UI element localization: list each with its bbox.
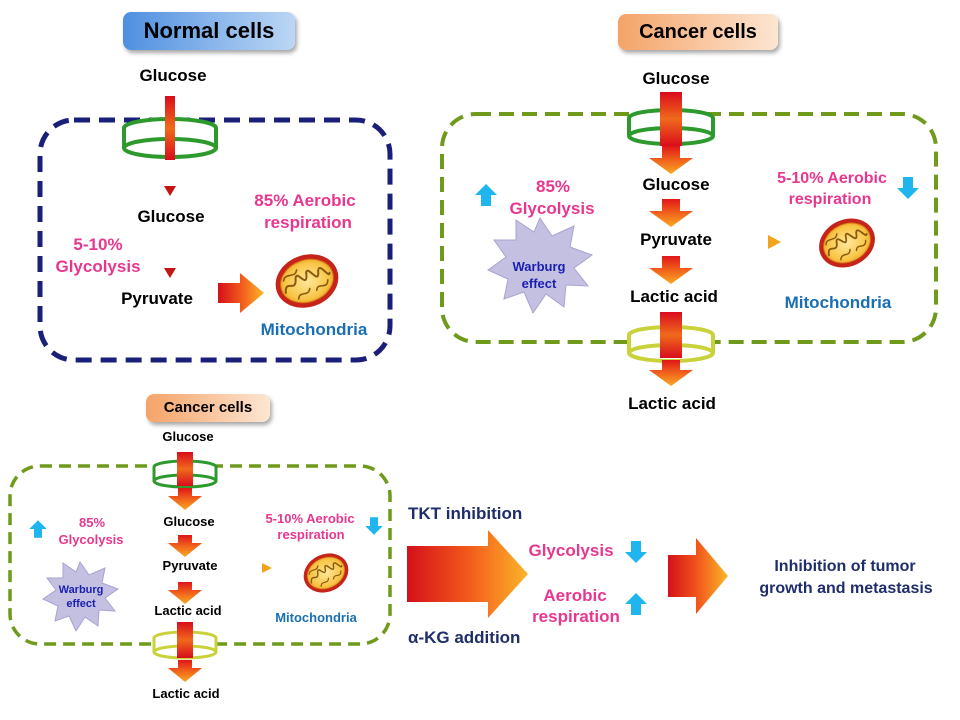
treatment-flow bbox=[407, 530, 728, 618]
cancer-glucose-inside: Glucose bbox=[642, 175, 710, 194]
flow-arrow-icon bbox=[660, 92, 682, 146]
flow-arrow-icon bbox=[742, 235, 781, 249]
normal-glucose-inside: Glucose bbox=[137, 207, 205, 226]
cancer-lactic-inside: Lactic acid bbox=[630, 287, 718, 306]
tkt-inhibition-label: TKT inhibition bbox=[408, 504, 523, 523]
cancer-warburg-line1: Warburg bbox=[512, 259, 566, 274]
mitochondria-icon bbox=[810, 208, 884, 278]
cancer-glycolysis-percent: 85% bbox=[535, 177, 571, 196]
treated-glucose-inside: Glucose bbox=[163, 514, 215, 529]
cancer-cell-panel bbox=[440, 92, 938, 386]
cancer-pyruvate: Pyruvate bbox=[640, 230, 712, 249]
flow-arrow-icon bbox=[165, 96, 175, 160]
warburg-star-icon bbox=[41, 560, 120, 633]
akg-addition-label: α-KG addition bbox=[408, 628, 521, 647]
normal-pyruvate: Pyruvate bbox=[121, 289, 193, 308]
flow-arrow-icon bbox=[164, 162, 176, 196]
treated-glycolysis-label: Glycolysis bbox=[58, 532, 124, 547]
treatment-glycolysis: Glycolysis bbox=[528, 541, 614, 560]
outcome-line2: growth and metastasis bbox=[759, 580, 933, 597]
up-arrow-icon bbox=[625, 593, 647, 615]
treated-pyruvate: Pyruvate bbox=[162, 558, 218, 573]
treated-lactic-outside: Lactic acid bbox=[152, 686, 220, 701]
cancer-cells-title: Cancer cells bbox=[618, 14, 778, 50]
cancer-mitochondria: Mitochondria bbox=[784, 293, 892, 312]
treated-lactic-inside: Lactic acid bbox=[154, 603, 222, 618]
cancer-aerobic-label: respiration bbox=[788, 191, 872, 208]
normal-cell-panel bbox=[37, 96, 393, 363]
flow-arrow-icon bbox=[660, 312, 682, 358]
flow-arrow-icon bbox=[168, 535, 202, 557]
flow-arrow-icon bbox=[240, 563, 272, 573]
flow-arrow-icon bbox=[668, 538, 728, 614]
treated-cell-panel bbox=[8, 452, 392, 682]
cancer-glycolysis-label: Glycolysis bbox=[509, 199, 595, 218]
treated-aerobic-label: respiration bbox=[277, 527, 345, 542]
down-arrow-icon bbox=[897, 177, 919, 199]
up-arrow-icon bbox=[475, 184, 497, 206]
treated-mitochondria: Mitochondria bbox=[275, 610, 357, 625]
normal-mitochondria: Mitochondria bbox=[260, 320, 368, 339]
warburg-star-icon bbox=[487, 216, 594, 315]
outcome-line1: Inhibition of tumor bbox=[774, 558, 916, 575]
treated-cells-title: Cancer cells bbox=[146, 394, 270, 422]
flow-arrow-icon bbox=[177, 452, 193, 486]
up-arrow-icon bbox=[29, 520, 47, 538]
cancer-glucose-outside: Glucose bbox=[642, 69, 710, 88]
mitochondria-icon bbox=[296, 545, 356, 601]
down-arrow-icon bbox=[625, 541, 647, 563]
treatment-aerobic-line1: Aerobic bbox=[543, 586, 607, 605]
flow-arrow-icon bbox=[649, 360, 693, 386]
flow-arrow-icon bbox=[168, 582, 202, 604]
normal-glycolysis-label: Glycolysis bbox=[55, 257, 141, 276]
flow-arrow-icon bbox=[218, 273, 264, 313]
flow-arrow-icon bbox=[649, 146, 693, 174]
treated-glucose-outside: Glucose bbox=[162, 429, 214, 444]
mitochondria-icon bbox=[267, 244, 347, 318]
flow-arrow-icon bbox=[168, 660, 202, 682]
cancer-warburg-line2: effect bbox=[521, 276, 557, 291]
normal-glucose-outside: Glucose bbox=[139, 66, 207, 85]
flow-arrow-icon bbox=[168, 488, 202, 510]
normal-aerobic-percent: 85% Aerobic bbox=[254, 191, 356, 210]
cancer-lactic-outside: Lactic acid bbox=[628, 394, 716, 413]
treated-warburg-line1: Warburg bbox=[58, 584, 104, 596]
flow-arrow-icon bbox=[164, 242, 176, 278]
treated-warburg-line2: effect bbox=[66, 598, 96, 610]
down-arrow-icon bbox=[365, 517, 383, 535]
cancer-aerobic-percent: 5-10% Aerobic bbox=[777, 170, 887, 187]
treated-glycolysis-percent: 85% bbox=[78, 515, 106, 530]
normal-cell-membrane bbox=[37, 117, 393, 363]
flow-arrow-icon bbox=[407, 530, 528, 618]
normal-cells-title: Normal cells bbox=[123, 12, 295, 50]
flow-arrow-icon bbox=[649, 199, 693, 227]
treated-aerobic-percent: 5-10% Aerobic bbox=[265, 511, 355, 526]
normal-glycolysis-percent: 5-10% bbox=[73, 235, 123, 254]
treatment-aerobic-line2: respiration bbox=[532, 607, 620, 626]
flow-arrow-icon bbox=[177, 622, 193, 658]
flow-arrow-icon bbox=[649, 256, 693, 284]
normal-aerobic-label: respiration bbox=[264, 213, 352, 232]
